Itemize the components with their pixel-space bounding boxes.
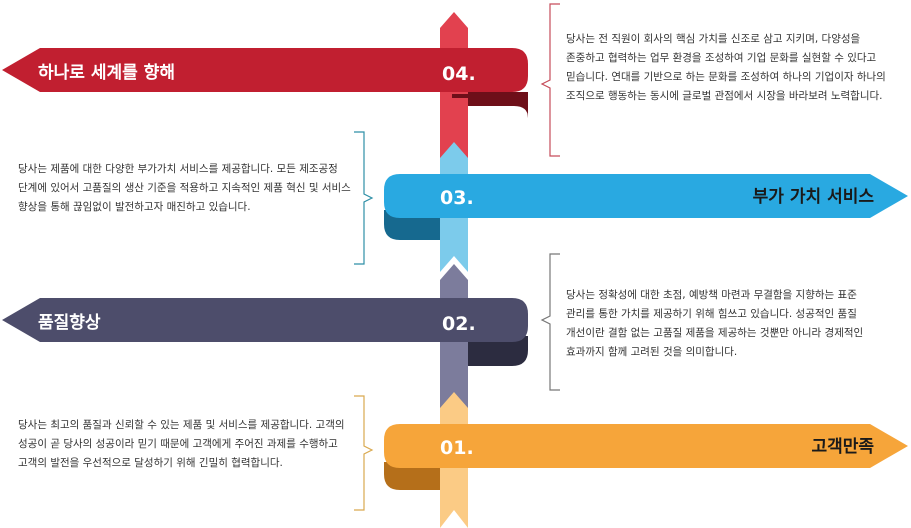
ribbon-arrow-2 bbox=[2, 298, 528, 342]
ribbon-shadow-1 bbox=[384, 462, 440, 490]
step-number-4: 04. bbox=[442, 63, 476, 85]
step-description-1: 당사는 최고의 품질과 신뢰할 수 있는 제품 및 서비스를 제공합니다. 고객… bbox=[18, 419, 345, 469]
step-title-4: 하나로 세계를 향해 bbox=[38, 62, 175, 83]
bracket-2 bbox=[540, 253, 560, 391]
step-title-2: 품질향상 bbox=[38, 312, 101, 333]
ribbon-shadow-4 bbox=[468, 92, 528, 118]
bracket-3 bbox=[354, 131, 374, 265]
step-number-3: 03. bbox=[440, 187, 474, 209]
step-description-2: 당사는 정확성에 대한 초점, 예방책 마련과 무결함을 지향하는 표준 관리를… bbox=[566, 289, 864, 358]
step-description-3: 당사는 제품에 대한 다양한 부가가치 서비스를 제공합니다. 모든 제조공정 … bbox=[18, 163, 351, 213]
ribbon-arrow-1 bbox=[384, 424, 908, 468]
step-number-2: 02. bbox=[442, 313, 476, 335]
step-title-3: 부가 가치 서비스 bbox=[753, 187, 875, 207]
step-description-4: 당사는 전 직원이 회사의 핵심 가치를 신조로 삼고 지키며, 다양성을 존중… bbox=[566, 33, 886, 102]
bracket-4 bbox=[540, 3, 560, 157]
step-title-1: 고객만족 bbox=[811, 437, 874, 457]
bracket-1 bbox=[354, 395, 374, 511]
step-number-1: 01. bbox=[440, 437, 474, 459]
ribbon-shadow-2 bbox=[468, 336, 528, 366]
ribbon-arrow-4 bbox=[2, 48, 528, 92]
ribbon-arrow-3 bbox=[384, 174, 908, 218]
